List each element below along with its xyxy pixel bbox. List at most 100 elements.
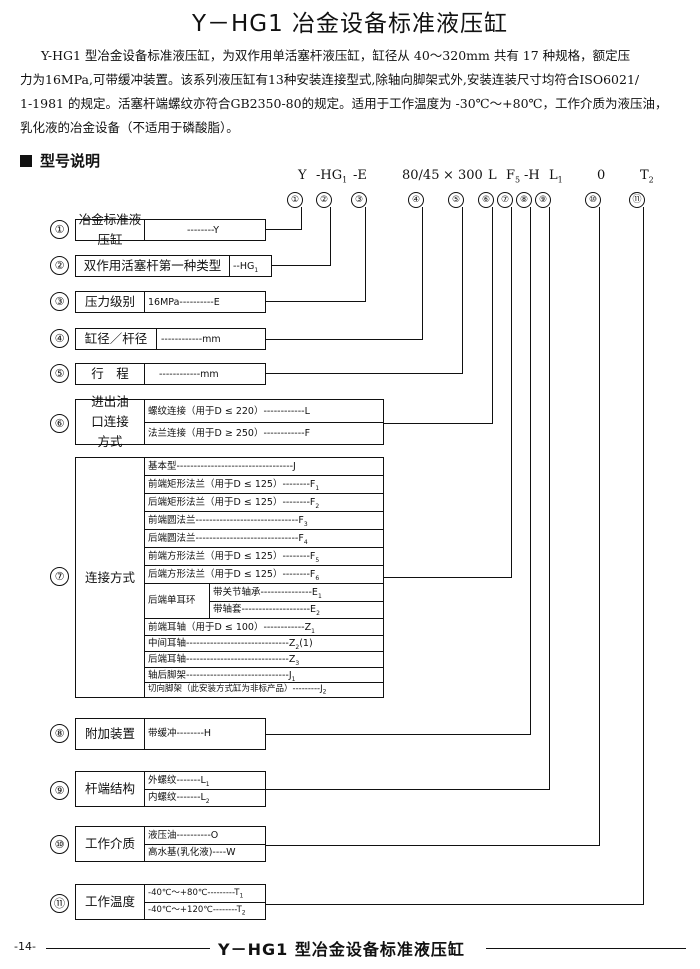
- option-text: 后端方形法兰（用于D ≤ 125）--------F6: [148, 569, 320, 582]
- row-number: ⑩: [50, 835, 69, 854]
- option-box: 带缓冲--------H: [144, 718, 266, 750]
- row-number: ⑪: [50, 894, 69, 913]
- row-label: 连接方式: [75, 457, 145, 698]
- option-text: 前端方形法兰（用于D ≤ 125）--------F5: [148, 551, 320, 564]
- code-t: T2: [640, 168, 654, 185]
- section-heading: 型号说明: [20, 150, 100, 171]
- connector-line: [265, 904, 644, 905]
- option-text: 轴后脚架------------------------------J1: [148, 670, 296, 683]
- divider: [145, 667, 383, 668]
- intro-paragraph: Y-HG1 型冶金设备标准液压缸，为双作用单活塞杆液压缸，缸径从 40～320m…: [20, 44, 682, 140]
- option-text: 中间耳轴------------------------------Z2(1): [148, 638, 313, 651]
- connector-line: [365, 207, 366, 301]
- option-text: ------------mm: [161, 334, 221, 345]
- connector-line: [265, 301, 366, 302]
- option-box: 16MPa----------E: [144, 291, 266, 313]
- divider: [145, 565, 383, 566]
- option-box: ------------mm: [144, 363, 266, 385]
- option-text: 后端矩形法兰（用于D ≤ 125）--------F2: [148, 497, 320, 510]
- intro-line: 1-1981 的规定。活塞杆端螺纹亦符合GB2350-80的规定。适用于工作温度…: [20, 96, 668, 111]
- option-box: 外螺纹-------L1 内螺纹-------L2: [144, 771, 266, 807]
- option-box: --HG1: [229, 255, 272, 277]
- row-number: ⑧: [50, 724, 69, 743]
- page-title: Y－HG1 冶金设备标准液压缸: [191, 11, 509, 37]
- code-index-6: ⑥: [478, 192, 494, 208]
- row-label: 进出油口连接方式: [75, 394, 145, 449]
- option-text: 外螺纹-------L1: [148, 775, 210, 788]
- divider: [145, 529, 383, 530]
- connector-line: [265, 339, 423, 340]
- connector-line: [530, 207, 531, 734]
- page-number: -14-: [14, 940, 36, 953]
- connector-line: [265, 845, 600, 846]
- row-number: ③: [50, 292, 69, 311]
- option-box: ------------mm: [156, 328, 266, 350]
- row-number: ④: [50, 329, 69, 348]
- connector-line: [492, 207, 493, 423]
- code-times: ×: [443, 168, 454, 183]
- option-box: 基本型----------------------------------J 前…: [144, 457, 384, 698]
- divider: [145, 635, 383, 636]
- code-stroke: 300: [458, 168, 483, 183]
- option-text: 液压油----------O: [148, 830, 219, 841]
- option-text: 前端耳轴（用于D ≤ 100）------------Z1: [148, 622, 315, 635]
- connector-line: [301, 207, 302, 229]
- option-box: -40℃～+80℃---------T1 -40℃～+120℃--------T…: [144, 884, 266, 920]
- row-number: ⑥: [50, 414, 69, 433]
- code-index-5: ⑤: [448, 192, 464, 208]
- row-label: 工作介质: [75, 826, 145, 862]
- divider: [145, 475, 383, 476]
- code-index-7: ⑦: [497, 192, 513, 208]
- option-text: 前端圆法兰------------------------------F3: [148, 515, 308, 528]
- connector-line: [422, 207, 423, 339]
- footer-rule: [46, 948, 210, 949]
- option-text: --HG1: [233, 261, 259, 274]
- option-text: ------------mm: [159, 369, 219, 380]
- intro-line: 乳化液的冶金设备（不适用于磷酸脂）。: [20, 120, 239, 135]
- connector-line: [599, 207, 600, 845]
- divider: [209, 601, 383, 602]
- divider: [145, 493, 383, 494]
- code-h: -H: [524, 168, 540, 183]
- code-e: -E: [353, 168, 367, 183]
- row-number: ⑤: [50, 364, 69, 383]
- code-zero: 0: [597, 168, 606, 183]
- divider: [145, 618, 383, 619]
- code-index-10: ⑩: [585, 192, 601, 208]
- option-text: 内螺纹-------L2: [148, 792, 210, 805]
- connector-line: [383, 577, 512, 578]
- row-number: ②: [50, 256, 69, 275]
- connector-line: [330, 207, 331, 265]
- connector-line: [462, 207, 463, 373]
- divider: [145, 789, 265, 790]
- connector-line: [511, 207, 512, 577]
- option-text: 基本型----------------------------------J: [148, 461, 296, 472]
- divider: [145, 422, 383, 423]
- code-index-2: ②: [316, 192, 332, 208]
- option-text: 带缓冲--------H: [148, 728, 212, 739]
- intro-line: 力为16MPa,可带缓冲装置。该系列液压缸有13种安装连接型式,除轴向脚架式外,…: [20, 72, 640, 87]
- code-index-11: ⑪: [629, 192, 645, 208]
- connector-line: [265, 734, 531, 735]
- row-number: ①: [50, 220, 69, 239]
- square-bullet-icon: [20, 155, 32, 167]
- code-y: Y: [298, 168, 307, 183]
- code-index-1: ①: [287, 192, 303, 208]
- code-bore: 80/45: [402, 168, 440, 183]
- option-text: 后端耳轴------------------------------Z3: [148, 654, 300, 667]
- code-index-8: ⑧: [516, 192, 532, 208]
- row-label: 工作温度: [75, 884, 145, 920]
- option-text: 高水基(乳化液)----W: [148, 847, 236, 858]
- connector-line: [265, 229, 302, 230]
- divider: [145, 511, 383, 512]
- option-text: -40℃～+120℃--------T2: [148, 905, 246, 917]
- option-box: 液压油----------O 高水基(乳化液)----W: [144, 826, 266, 862]
- option-text: 法兰连接（用于D ≥ 250）------------F: [148, 428, 311, 439]
- row-label: 压力级别: [75, 291, 145, 313]
- connector-line: [265, 373, 463, 374]
- option-text: 切向脚架（此安装方式缸为非标产品）---------J2: [148, 684, 327, 696]
- connector-line: [265, 789, 550, 790]
- code-hg: -HG1: [316, 168, 348, 185]
- divider: [145, 682, 383, 683]
- connector-line: [549, 207, 550, 789]
